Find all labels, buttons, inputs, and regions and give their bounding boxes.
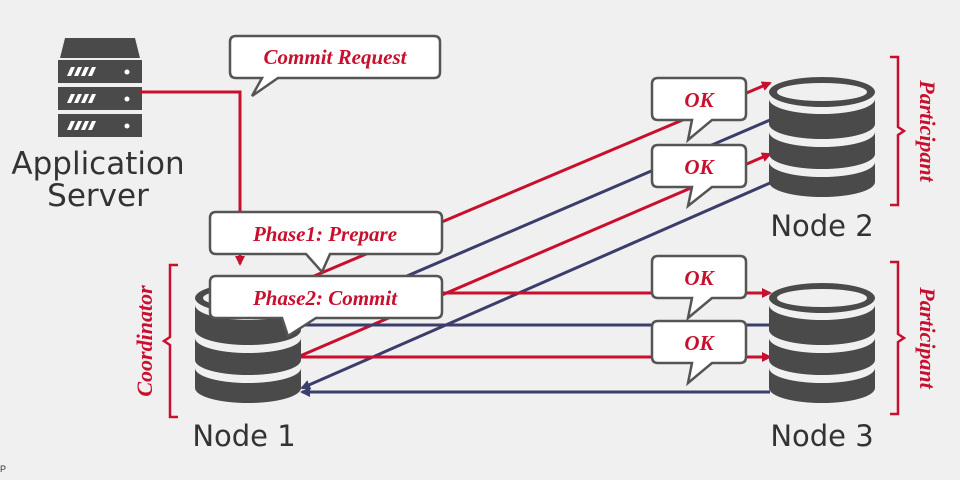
ok-text-3: OK [684, 266, 715, 290]
ok-callout-2: OK [650, 143, 748, 210]
phase2-text: Phase2: Commit [252, 286, 398, 310]
node2-label: Node 2 [770, 209, 873, 243]
participant-bracket-node3 [890, 260, 907, 416]
request-line [140, 90, 245, 266]
server-label-line2: Server [47, 178, 149, 214]
ok-text-4: OK [684, 331, 715, 355]
ok-arrow-node2-commit [300, 181, 771, 390]
commit-request-callout: Commit Request [228, 34, 442, 98]
server-label-line1: Application [11, 146, 184, 182]
commit-request-text: Commit Request [264, 45, 408, 69]
coordinator-label: Coordinator [132, 285, 157, 397]
server-icon [58, 38, 142, 137]
coordinator-bracket [161, 263, 178, 419]
database-icon-node3 [769, 283, 875, 403]
ok-text-1: OK [684, 88, 715, 112]
participant-label-node2: Participant [915, 79, 940, 182]
node1-label: Node 1 [192, 419, 295, 453]
phase1-callout: Phase1: Prepare [208, 210, 444, 275]
ok-callout-1: OK [650, 76, 748, 144]
database-icon-node2 [769, 77, 875, 197]
phase2-callout: Phase2: Commit [208, 274, 444, 338]
footer-mark: P [0, 464, 6, 474]
ok-text-2: OK [684, 155, 715, 179]
ok-callout-3: OK [650, 254, 748, 322]
phase1-text: Phase1: Prepare [252, 222, 397, 246]
participant-bracket-node2 [890, 55, 907, 207]
node3-label: Node 3 [770, 419, 873, 453]
ok-callout-4: OK [650, 319, 748, 387]
participant-label-node3: Participant [915, 286, 940, 389]
